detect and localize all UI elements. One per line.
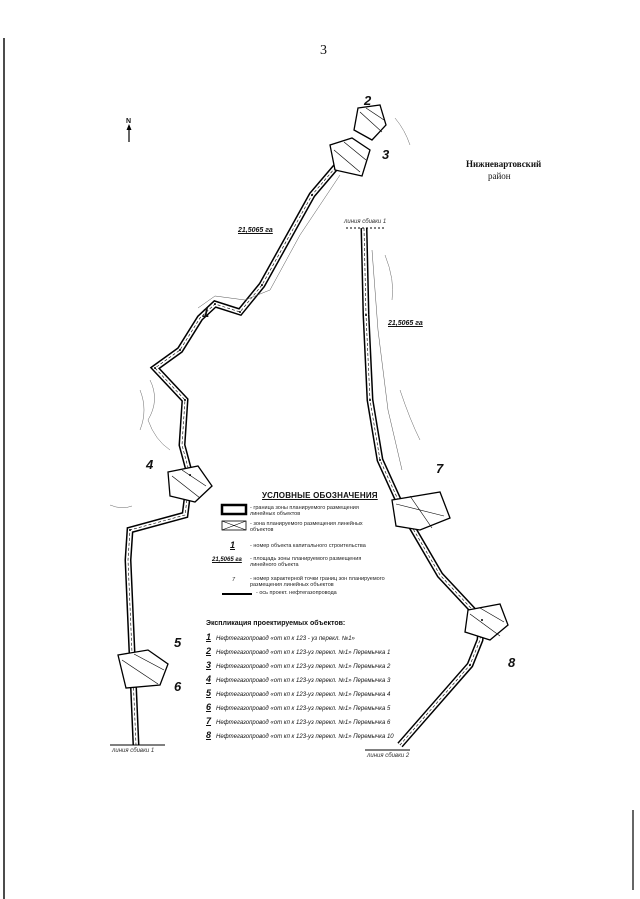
explication-row-4: 4 Нефтегазопровод «от кп к 123-уз перекл.… (206, 674, 390, 684)
vertex-points (129, 194, 483, 666)
legend-item-axis: - ось проект. нефтегазопровода (256, 590, 337, 596)
explication-num: 2 (206, 646, 212, 656)
object-label-5: 5 (174, 635, 182, 650)
explication-row-5: 5 Нефтегазопровод «от кп к 123-уз перекл.… (206, 688, 390, 698)
legend-item-boundary: - граница зоны планируемого размещения л… (250, 505, 359, 518)
district-label-line1: Нижневартовский (466, 159, 542, 169)
north-arrow (126, 124, 132, 142)
explication-text: Нефтегазопровод «от кп к 123 - уз перекл… (216, 636, 355, 642)
match-lines (110, 227, 410, 751)
zone-object-5 (117, 649, 169, 689)
explication-text: Нефтегазопровод «от кп к 123-уз перекл. … (216, 706, 391, 712)
explication-title: Экспликация проектируемых объектов: (206, 620, 346, 627)
legend-item-zone: - зона планируемого размещения линейных … (250, 521, 363, 534)
legend-item-object-number: - номер объекта капитального строительст… (250, 543, 366, 549)
explication-text: Нефтегазопровод «от кп к 123-уз перекл. … (216, 664, 391, 670)
explication-num: 8 (206, 730, 212, 740)
pipeline-corridor-right (360, 227, 486, 748)
zone-object-3 (329, 137, 371, 177)
object-label-8: 8 (508, 655, 516, 670)
legend-title: УСЛОВНЫЕ ОБОЗНАЧЕНИЯ (262, 491, 378, 500)
object-label-7: 7 (436, 461, 444, 476)
explication-num: 7 (206, 716, 212, 726)
explication-num: 1 (206, 632, 212, 642)
explication-text: Нефтегазопровод «от кп к 123-уз перекл. … (216, 678, 391, 684)
explication-row-8: 8 Нефтегазопровод «от кп к 123-уз перекл.… (206, 730, 394, 740)
legend-symbol-object-number: 1 (230, 540, 236, 550)
legend-symbol-point-number: 7 (232, 577, 236, 583)
object-label-3: 3 (382, 147, 390, 162)
object-label-6: 6 (174, 679, 182, 694)
match-line-1-top-label: линия сбивки 1 (344, 219, 387, 225)
zone-hatching (121, 107, 505, 685)
explication-num: 5 (206, 688, 212, 698)
explication-text: Нефтегазопровод «от кп к 123-уз перекл. … (216, 650, 391, 656)
zone-object-8 (464, 603, 509, 641)
object-label-2: 2 (364, 93, 372, 108)
explication-row-1: 1 Нефтегазопровод «от кп к 123 - уз перек… (206, 632, 355, 642)
explication-row-7: 7 Нефтегазопровод «от кп к 123-уз перекл.… (206, 716, 390, 726)
legend-hatched-rect (221, 520, 247, 531)
explication-text: Нефтегазопровод «от кп к 123-уз перекл. … (216, 720, 391, 726)
zone-object-7 (391, 491, 451, 531)
match-line-1-bottom-label: линия сбивки 1 (112, 748, 155, 754)
match-line-2-bottom-label: линия сбивки 2 (367, 753, 410, 759)
object-label-1: 1 (202, 305, 210, 320)
terrain-lines (109, 117, 421, 508)
explication-num: 6 (206, 702, 212, 712)
legend-boundary-rect (220, 503, 248, 516)
legend-item-area: - площадь зоны планируемого размещения л… (250, 556, 362, 569)
area-label-left: 21,5065 га (238, 227, 273, 234)
zone-object-4 (167, 465, 213, 503)
object-label-4: 4 (146, 457, 154, 472)
explication-row-6: 6 Нефтегазопровод «от кп к 123-уз перекл.… (206, 702, 390, 712)
legend-symbols (220, 503, 252, 595)
zone-object-2 (353, 104, 387, 141)
legend-item-point-number: - номер характерной точки границ зон пла… (250, 576, 385, 589)
area-label-right: 21,5065 га (388, 320, 423, 327)
page-number: 3 (320, 43, 327, 58)
legend-symbol-area: 21,5065 га (212, 557, 242, 563)
district-label-line2: район (488, 171, 511, 181)
explication-num: 4 (206, 674, 212, 684)
explication-row-3: 3 Нефтегазопровод «от кп к 123-уз перекл.… (206, 660, 390, 670)
explication-row-2: 2 Нефтегазопровод «от кп к 123-уз перекл.… (206, 646, 390, 656)
north-label: N (126, 118, 132, 125)
explication-text: Нефтегазопровод «от кп к 123-уз перекл. … (216, 734, 394, 740)
explication-text: Нефтегазопровод «от кп к 123-уз перекл. … (216, 692, 391, 698)
explication-num: 3 (206, 660, 212, 670)
